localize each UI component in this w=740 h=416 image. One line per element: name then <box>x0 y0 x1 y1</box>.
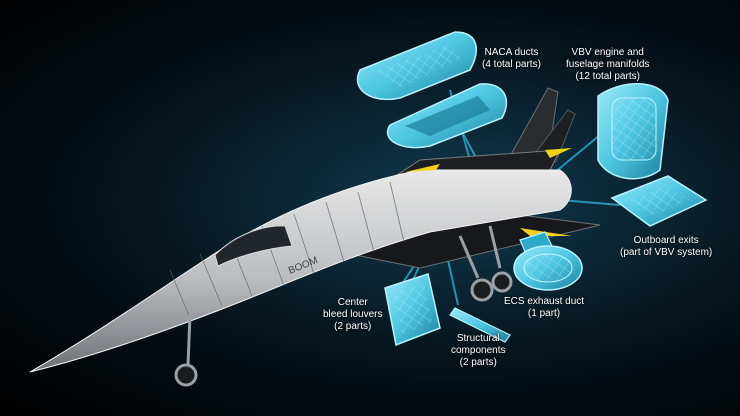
naca-duct-upper <box>357 31 477 101</box>
cockpit-canopy <box>214 225 293 267</box>
naca-duct-lower <box>387 83 508 149</box>
leader-line-outboard <box>559 199 621 206</box>
callout-structural-components: Structural components (2 parts) <box>451 333 506 368</box>
accent-stripe <box>405 164 440 172</box>
callout-vbv-engine-manifolds: VBV engine and fuselage manifolds (12 to… <box>566 47 650 82</box>
structural-component-part <box>449 307 511 343</box>
fuselage <box>29 169 572 373</box>
ecs-exhaust-duct-part <box>513 231 583 291</box>
accent-stripe-2 <box>545 148 572 158</box>
aircraft: BOOM <box>29 87 601 387</box>
landing-gear <box>174 225 513 387</box>
bleed-louver-part <box>384 273 441 347</box>
callout-outboard-exits: Outboard exits (part of VBV system) <box>620 235 713 258</box>
vbv-manifold <box>597 83 669 180</box>
callout-naca-ducts: NACA ducts (4 total parts) <box>482 47 541 70</box>
outboard-exit-panel <box>610 175 708 227</box>
callout-center-bleed-louvers: Center bleed louvers (2 parts) <box>323 297 383 332</box>
callout-ecs-exhaust-duct: ECS exhaust duct (1 part) <box>504 296 585 319</box>
accent-stripe-3 <box>520 228 572 236</box>
